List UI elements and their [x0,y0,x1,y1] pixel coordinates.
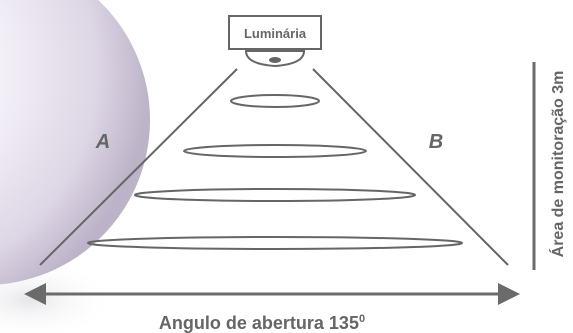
opening-angle-arrow [24,283,520,305]
fixture-box [228,15,322,50]
monitoring-area-label: Área de monitoração 3m [548,71,567,258]
opening-angle-label: Angulo de abertura 1350 [159,313,365,333]
sensor-dot [269,57,281,63]
degree-symbol: 0 [359,313,365,325]
side-label-b: B [429,131,443,153]
arrowhead-right-icon [498,283,520,305]
cone-line-right [312,68,509,266]
detection-ring-4 [87,236,463,250]
fixture-label: Luminária [244,26,307,41]
light-fixture: Luminária [228,15,322,68]
decorative-sphere [0,0,150,285]
side-label-a: A [95,131,110,153]
detection-ring-1 [230,94,320,108]
detection-ring-3 [134,188,416,202]
arrowhead-left-icon [24,283,46,305]
opening-angle-text: Angulo de abertura 135 [159,313,359,333]
cone-line-left [39,68,238,266]
detection-ring-2 [183,144,367,158]
